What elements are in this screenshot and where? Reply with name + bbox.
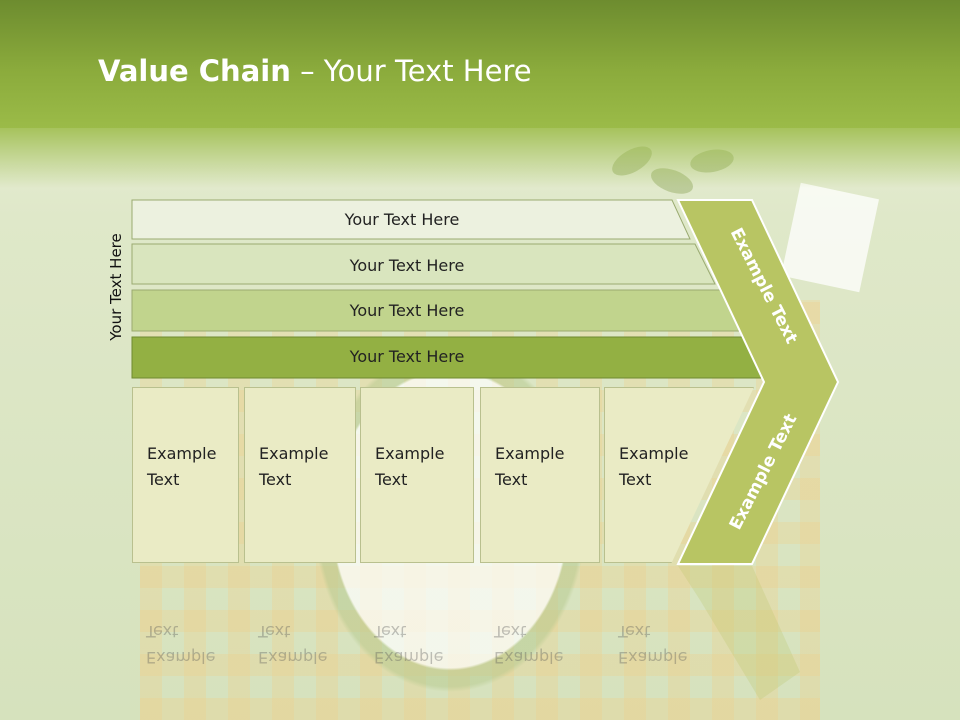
cell-2-line1: Example xyxy=(259,444,329,463)
title-rest: – Your Text Here xyxy=(290,54,532,88)
band-1-label: Your Text Here xyxy=(344,210,460,229)
band-1: Your Text Here xyxy=(132,200,692,239)
cell-2-line2: Text xyxy=(259,470,292,489)
cell-1-line2: Text xyxy=(147,470,180,489)
cell-reflection-3: Example Text xyxy=(360,565,474,690)
reflection-3-line2: Text xyxy=(374,622,407,641)
cell-reflection-4: Example Text xyxy=(480,565,600,690)
title-bold: Value Chain xyxy=(98,54,291,88)
reflection-4-line1: Example xyxy=(494,648,564,667)
cell-3-line2: Text xyxy=(375,470,408,489)
reflection-4-line2: Text xyxy=(494,622,527,641)
header-fade xyxy=(0,128,960,188)
reflection-2-line2: Text xyxy=(258,622,291,641)
cell-3-line1: Example xyxy=(375,444,445,463)
cell-reflection-5: Example Text xyxy=(604,565,714,690)
band-4-label: Your Text Here xyxy=(349,347,465,366)
header-bar xyxy=(0,0,960,128)
reflection-2-line1: Example xyxy=(258,648,328,667)
reflection-3-line1: Example xyxy=(374,648,444,667)
cell-reflection-2: Example Text xyxy=(244,565,356,690)
cell-1-line1: Example xyxy=(147,444,217,463)
cell-5-line2: Text xyxy=(619,470,652,489)
reflection-5-line1: Example xyxy=(618,648,688,667)
reflection-1-line1: Example xyxy=(146,648,216,667)
slide-title: Value Chain – Your Text Here xyxy=(98,54,532,88)
vertical-side-label: Your Text Here xyxy=(107,233,125,341)
cell-4-line2: Text xyxy=(495,470,528,489)
band-3: Your Text Here xyxy=(132,291,702,330)
cell-4-line1: Example xyxy=(495,444,565,463)
reflection-5-line2: Text xyxy=(618,622,651,641)
cell-reflection-1: Example Text xyxy=(132,565,239,690)
cell-5-line1: Example xyxy=(619,444,689,463)
band-2-label: Your Text Here xyxy=(349,256,465,275)
reflection-1-line2: Text xyxy=(146,622,179,641)
band-3-label: Your Text Here xyxy=(349,301,465,320)
band-4: Your Text Here xyxy=(132,337,702,376)
band-2: Your Text Here xyxy=(132,246,702,285)
